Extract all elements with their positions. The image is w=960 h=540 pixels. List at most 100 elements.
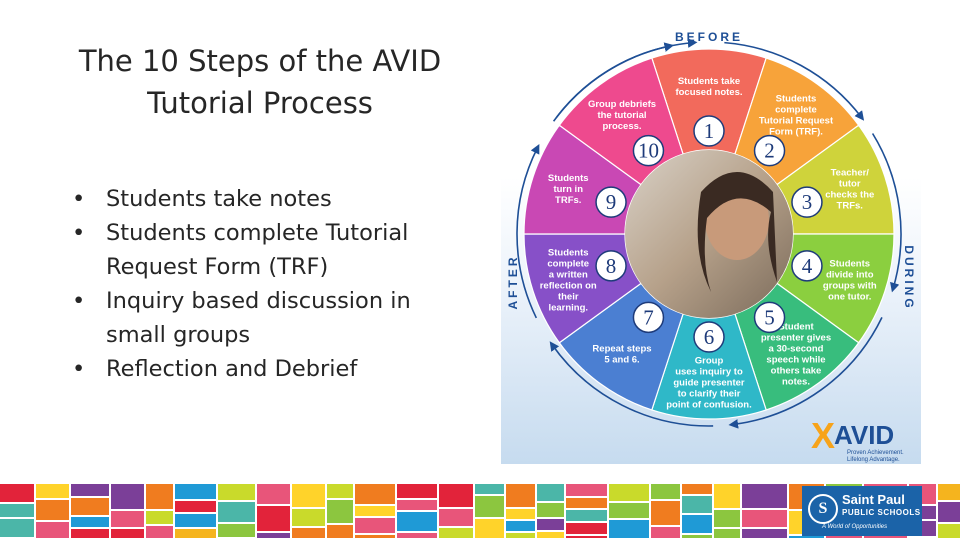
step-badge-7 (632, 301, 665, 334)
mosaic-tile (714, 529, 740, 538)
step-number-7: 7 (643, 305, 654, 329)
step-number-9: 9 (606, 190, 617, 214)
mosaic-tile (146, 484, 173, 509)
mosaic-tile (257, 533, 290, 538)
mosaic-tile (327, 525, 353, 538)
cycle-arrow (724, 41, 865, 121)
mosaic-tile (566, 484, 607, 496)
step-number-2: 2 (764, 139, 775, 163)
step-description-line: TRFs. (555, 195, 581, 206)
mosaic-tile (257, 484, 290, 504)
step-description-line: groups with (823, 281, 877, 292)
mosaic-tile (537, 532, 564, 538)
mosaic-tile (506, 533, 535, 538)
step-description-line: presenter gives (761, 333, 831, 344)
mosaic-tile (566, 510, 607, 521)
mosaic-tile (566, 498, 607, 508)
saint-paul-logo-line-3: A World of Opportunities (822, 524, 888, 530)
mosaic-tile (146, 526, 173, 538)
mosaic-tile (651, 484, 680, 499)
step-description-line: a 30-second (769, 344, 824, 355)
step-description-line: focused notes. (675, 87, 742, 98)
step-badge-2 (753, 134, 786, 167)
step-badge-5 (753, 301, 786, 334)
mosaic-tile (682, 484, 712, 494)
mosaic-tile (71, 498, 109, 515)
step-description-line: checks the (825, 189, 874, 200)
mosaic-tile (327, 484, 353, 498)
step-description-line: complete (547, 259, 589, 270)
step-description-line: others take (771, 366, 822, 377)
mosaic-tile (175, 529, 216, 538)
step-description-line: the tutorial (597, 110, 646, 121)
step-description-line: divide into (826, 270, 874, 281)
mosaic-tile (36, 522, 69, 538)
outer-arrows (516, 38, 902, 429)
mosaic-tile (292, 484, 325, 507)
mosaic-tile (0, 484, 34, 502)
mosaic-tile (537, 503, 564, 517)
slide-title-line-2: Tutorial Process (147, 86, 373, 120)
phase-label-after: AFTER (506, 255, 520, 310)
mosaic-tile (475, 484, 504, 494)
step-number-5: 5 (764, 305, 775, 329)
mosaic-tile (111, 484, 144, 509)
mosaic-tile (475, 496, 504, 517)
student-photo-hair (697, 172, 777, 292)
bullet-list: Students take notes Students complete Tu… (72, 182, 452, 386)
step-description-line: Students (548, 248, 589, 259)
mosaic-tile (71, 484, 109, 496)
saint-paul-logo: S Saint Paul PUBLIC SCHOOLS A World of O… (802, 486, 922, 536)
step-description-line: speech while (766, 355, 825, 366)
saint-paul-logo-line-2: PUBLIC SCHOOLS (842, 508, 921, 517)
step-badge-10 (632, 134, 665, 167)
mosaic-tile (218, 524, 255, 537)
mosaic-tile (111, 511, 144, 527)
mosaic-tile (506, 521, 535, 531)
cycle-arrow (871, 133, 902, 293)
avid-logo: X AVID Proven Achievement. Lifelong Adva… (811, 415, 904, 463)
mosaic-tile (175, 484, 216, 499)
step-description-line: tutor (839, 178, 861, 189)
mosaic-tile (397, 533, 437, 538)
mosaic-tile (355, 484, 395, 504)
mosaic-tile (742, 484, 787, 508)
step-description-line: guide presenter (673, 378, 745, 389)
bullet-line: Inquiry based discussion in (106, 288, 411, 314)
mosaic-tile (714, 484, 740, 508)
mosaic-tile (111, 529, 144, 538)
cycle-arrow (552, 42, 675, 122)
saint-paul-logo-line-1: Saint Paul (842, 492, 905, 507)
bullet-item: Students take notes (72, 182, 452, 216)
mosaic-tile (355, 518, 395, 533)
mosaic-tile (609, 520, 649, 538)
step-description-line: to clarify their (678, 389, 741, 400)
bullet-line: Request Form (TRF) (106, 254, 329, 280)
mosaic-tile (175, 501, 216, 512)
cycle-arrow (549, 341, 714, 427)
step-description-line: Group (695, 356, 724, 367)
step-description-line: Student (778, 322, 814, 333)
step-badge-6 (693, 321, 725, 353)
mosaic-tile (0, 519, 34, 537)
mosaic-tile (682, 535, 712, 538)
mosaic-tile (439, 528, 473, 538)
mosaic-tile (566, 536, 607, 538)
mosaic-tile (292, 509, 325, 526)
cycle-arrow (516, 144, 540, 319)
mosaic-tile (566, 523, 607, 534)
saint-paul-mark-icon: S (808, 494, 838, 524)
bullet-line: Reflection and Debrief (106, 356, 358, 382)
step-description-line: learning. (548, 303, 588, 314)
step-description-line: Tutorial Request (759, 115, 834, 126)
step-description-line: Teacher/ (831, 167, 870, 178)
mosaic-tile (609, 484, 649, 501)
